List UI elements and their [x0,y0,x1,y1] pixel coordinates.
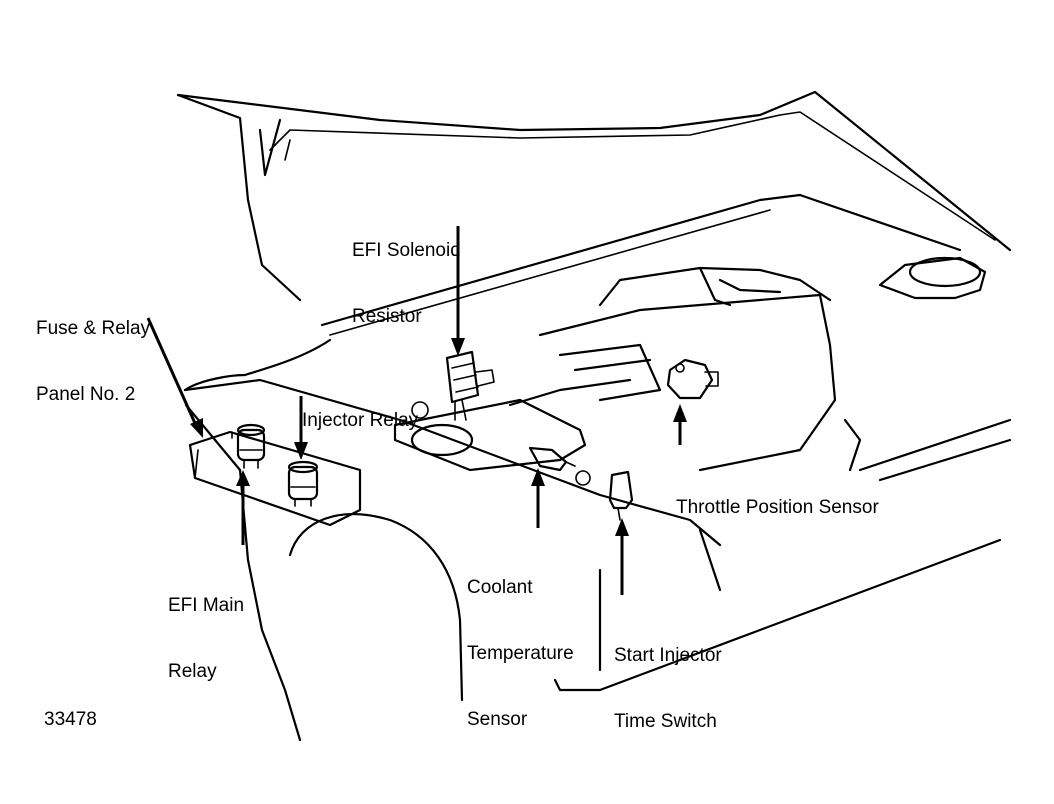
label-coolant-temperature-sensor: Coolant Temperature Sensor [467,533,574,775]
label-throttle-position-sensor-line1: Throttle Position Sensor [676,497,879,518]
label-coolant-temperature-sensor-line3: Sensor [467,709,528,730]
label-injector-relay: Injector Relay [302,366,418,476]
label-fuse-relay-panel-line2: Panel No. 2 [36,384,136,405]
efi-main-relay-shape [236,423,266,469]
label-efi-main-relay-line2: Relay [168,661,217,682]
coolant-temperature-sensor-shape [528,446,591,486]
label-fuse-relay-panel-line1: Fuse & Relay [36,318,151,339]
label-start-injector-time-switch-line1: Start Injector [614,645,722,666]
injector-relay-shape [287,460,319,507]
label-efi-solenoid-resistor-line1: EFI Solenoid [352,240,461,261]
label-start-injector-time-switch-line2: Time Switch [614,711,717,732]
label-fuse-relay-panel: Fuse & Relay Panel No. 2 [36,274,150,450]
label-start-injector-time-switch: Start Injector Time Switch [614,601,722,777]
lower-body-lines [553,418,1012,692]
start-injector-time-switch-shape [608,470,634,521]
label-efi-main-relay: EFI Main Relay [168,551,244,727]
label-efi-solenoid-resistor-line2: Resistor [352,306,422,327]
label-coolant-temperature-sensor-line1: Coolant [467,577,533,598]
efi-solenoid-resistor-shape [411,350,495,421]
label-coolant-temperature-sensor-line2: Temperature [467,643,574,664]
air-intake-assembly [393,256,987,472]
label-efi-main-relay-line1: EFI Main [168,595,245,616]
raised-hood [176,90,1012,336]
left-fender [183,338,722,742]
label-efi-solenoid-resistor: EFI Solenoid Resistor [352,196,461,372]
throttle-position-sensor-shape [666,358,719,400]
fuse-relay-panel-box [188,430,362,527]
label-throttle-position-sensor: Throttle Position Sensor [676,453,879,563]
arrow-fuse-relay-panel [146,317,200,431]
figure-number: 33478 [44,709,97,730]
leader-arrows [146,226,687,595]
label-injector-relay-line1: Injector Relay [302,410,419,431]
